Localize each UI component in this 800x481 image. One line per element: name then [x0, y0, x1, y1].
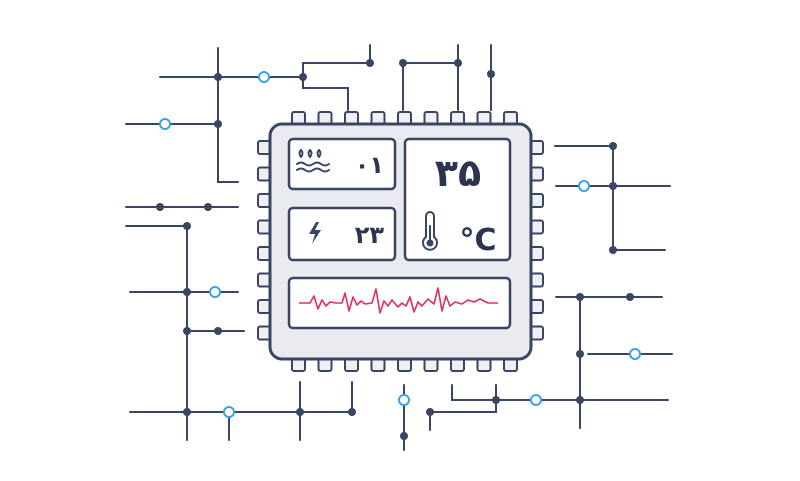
humidity-value: ۰۱: [355, 151, 384, 179]
thermometer-icon: [422, 211, 438, 251]
lightning-icon: [309, 222, 321, 244]
temperature-value: ۳۵: [435, 151, 481, 195]
humidity-icon: [296, 149, 330, 173]
junction-dots: [156, 59, 634, 440]
waveform-panel: [287, 276, 512, 330]
temperature-unit: °C: [459, 223, 496, 258]
power-panel: ۲۳: [287, 206, 397, 262]
connector-nodes: [159, 71, 641, 418]
heart-rate-waveform: [299, 287, 498, 314]
power-value: ۲۳: [355, 221, 385, 249]
humidity-panel: ۰۱: [287, 137, 397, 191]
temperature-panel: ۳۵ °C: [403, 137, 512, 262]
